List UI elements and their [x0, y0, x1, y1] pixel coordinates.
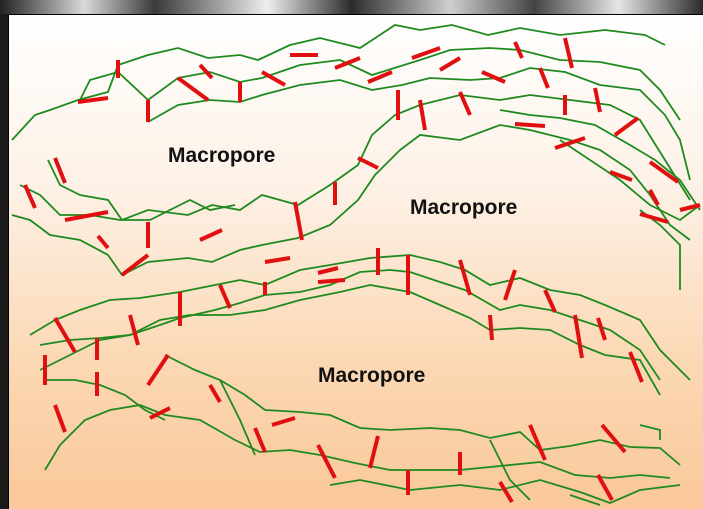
crosslinks [25, 38, 700, 502]
macropore-label: Macropore [168, 144, 275, 168]
macropore-label: Macropore [410, 196, 517, 220]
macropore-label: Macropore [318, 364, 425, 388]
